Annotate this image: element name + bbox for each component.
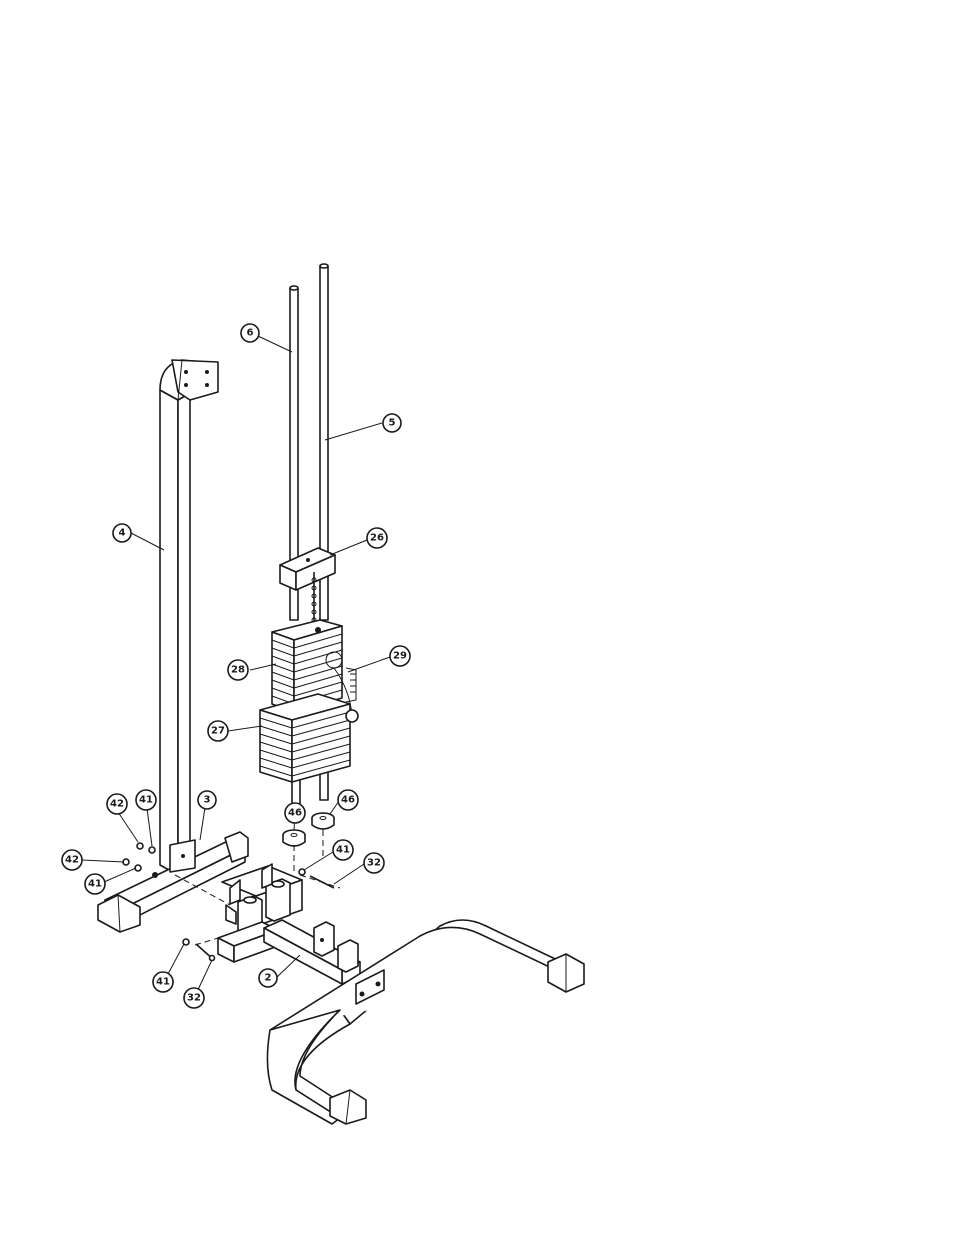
callout-label: 27 xyxy=(211,726,225,737)
callout-27: 27 xyxy=(208,721,228,741)
callout-label: 41 xyxy=(156,977,170,988)
callout-41-upper: 41 xyxy=(136,790,156,810)
callout-28: 28 xyxy=(228,660,248,680)
callout-label: 3 xyxy=(204,795,211,806)
callout-32-lower: 32 xyxy=(184,988,204,1008)
callout-label: 29 xyxy=(393,651,407,662)
callout-label: 5 xyxy=(389,418,396,429)
callout-label: 32 xyxy=(367,858,381,869)
callout-5: 5 xyxy=(383,414,401,432)
callout-41-left: 41 xyxy=(85,874,105,894)
callout-6: 6 xyxy=(241,324,259,342)
callout-3: 3 xyxy=(198,791,216,809)
callout-label: 28 xyxy=(231,665,245,676)
callout-label: 2 xyxy=(265,973,272,984)
callout-label: 4 xyxy=(119,528,126,539)
callout-label: 41 xyxy=(336,845,350,856)
callout-label: 41 xyxy=(139,795,153,806)
callout-46-left: 46 xyxy=(285,803,305,823)
callout-label: 46 xyxy=(341,795,355,806)
callout-32-right: 32 xyxy=(364,853,384,873)
callout-29: 29 xyxy=(390,646,410,666)
callout-label: 26 xyxy=(370,533,384,544)
callout-4: 4 xyxy=(113,524,131,542)
callout-42-upper: 42 xyxy=(107,794,127,814)
callout-41-right: 41 xyxy=(333,840,353,860)
callout-label: 46 xyxy=(288,808,302,819)
callout-label: 6 xyxy=(247,328,254,339)
callout-label: 42 xyxy=(110,799,124,810)
callout-46-right: 46 xyxy=(338,790,358,810)
callout-41-lower: 41 xyxy=(153,972,173,992)
callout-2: 2 xyxy=(259,969,277,987)
weight-stack-lower xyxy=(260,694,350,782)
callout-label: 41 xyxy=(88,879,102,890)
callout-42-lower: 42 xyxy=(62,850,82,870)
callout-label: 42 xyxy=(65,855,79,866)
callout-label: 32 xyxy=(187,993,201,1004)
callout-26: 26 xyxy=(367,528,387,548)
